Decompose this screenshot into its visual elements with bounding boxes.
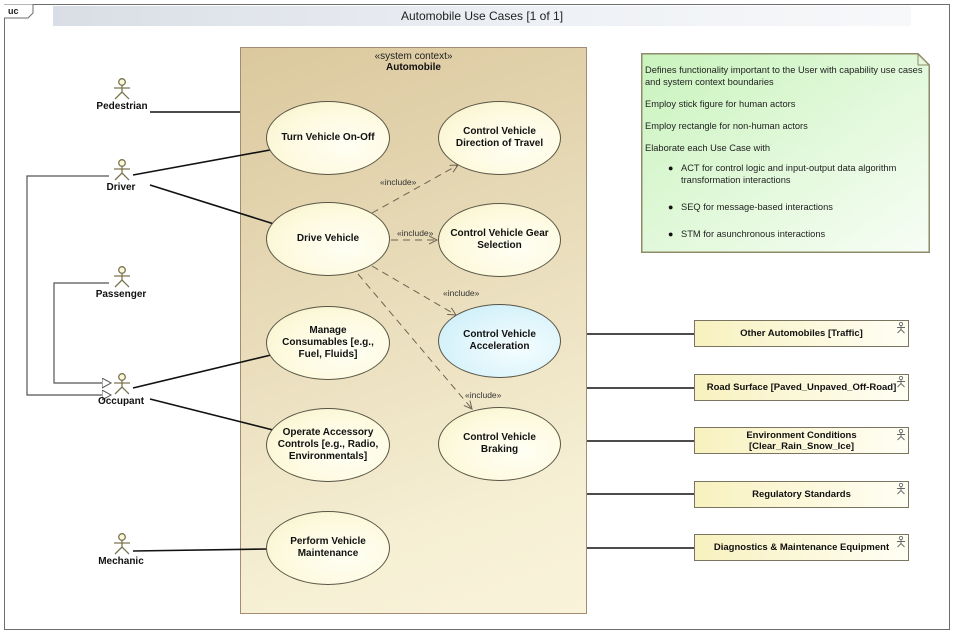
note-paragraph: Elaborate each Use Case with — [645, 143, 771, 153]
actor-driver-icon[interactable] — [110, 159, 134, 183]
actor-stereotype-icon — [897, 429, 905, 441]
actor-pedestrian-icon[interactable] — [110, 78, 134, 102]
use-case-manage-consumables[interactable]: Manage Consumables [e.g., Fuel, Fluids] — [266, 306, 390, 380]
note-bullet: ACT for control logic and input-output d… — [668, 162, 925, 186]
use-case-control-direction[interactable]: Control Vehicle Direction of Travel — [438, 101, 561, 175]
external-actor-label: Regulatory Standards — [752, 489, 851, 500]
actor-stereotype-icon — [897, 483, 905, 495]
external-actor-label: Road Surface [Paved_Unpaved_Off-Road] — [706, 382, 897, 393]
external-actor-label: Other Automobiles [Traffic] — [740, 328, 863, 339]
note-bullet-list: ACT for control logic and input-output d… — [645, 162, 925, 240]
use-case-perform-vehicle-maintenance[interactable]: Perform Vehicle Maintenance — [266, 511, 390, 585]
actor-passenger-icon[interactable] — [110, 266, 134, 290]
actor-mechanic-label: Mechanic — [98, 556, 144, 567]
use-case-drive-vehicle[interactable]: Drive Vehicle — [266, 202, 390, 276]
external-actor-other-automobiles[interactable]: Other Automobiles [Traffic] — [694, 320, 909, 347]
note-text: Defines functionality important to the U… — [645, 64, 925, 255]
use-case-operate-accessory-controls[interactable]: Operate Accessory Controls [e.g., Radio,… — [266, 408, 390, 482]
actor-pedestrian-label: Pedestrian — [96, 101, 148, 112]
system-name: Automobile — [386, 62, 441, 73]
use-case-turn-vehicle-on-off[interactable]: Turn Vehicle On-Off — [266, 101, 390, 175]
frame-tag: uc — [4, 4, 34, 19]
include-label: «include» — [397, 228, 434, 238]
note-bullet: SEQ for message-based interactions — [668, 201, 925, 213]
actor-driver-label: Driver — [106, 182, 136, 193]
actor-passenger-label: Passenger — [95, 289, 147, 300]
note-paragraph: Defines functionality important to the U… — [645, 65, 923, 87]
external-actor-regulatory-standards[interactable]: Regulatory Standards — [694, 481, 909, 508]
include-label: «include» — [380, 177, 417, 187]
note-bullet: STM for asunchronous interactions — [668, 228, 925, 240]
title-bar — [53, 6, 911, 26]
external-actor-environment-conditions[interactable]: Environment Conditions [Clear_Rain_Snow_… — [694, 427, 909, 454]
use-case-control-acceleration[interactable]: Control Vehicle Acceleration — [438, 304, 561, 378]
external-actor-road-surface[interactable]: Road Surface [Paved_Unpaved_Off-Road] — [694, 374, 909, 401]
use-case-control-braking[interactable]: Control Vehicle Braking — [438, 407, 561, 481]
external-actor-label: Environment Conditions [Clear_Rain_Snow_… — [746, 429, 857, 452]
actor-stereotype-icon — [897, 376, 905, 388]
external-actor-label: Diagnostics & Maintenance Equipment — [713, 542, 890, 553]
include-label: «include» — [443, 288, 480, 298]
system-stereotype: «system context» — [374, 51, 453, 62]
actor-mechanic-icon[interactable] — [110, 533, 134, 557]
external-actor-diagnostics-equipment[interactable]: Diagnostics & Maintenance Equipment — [694, 534, 909, 561]
actor-occupant-label: Occupant — [97, 396, 145, 407]
frame-tag-label: uc — [8, 6, 19, 16]
note-paragraph: Employ rectangle for non-human actors — [645, 121, 808, 131]
actor-stereotype-icon — [897, 322, 905, 334]
diagram-title: Automobile Use Cases [1 of 1] — [400, 9, 564, 23]
use-case-control-gear[interactable]: Control Vehicle Gear Selection — [438, 203, 561, 277]
actor-occupant-icon[interactable] — [110, 373, 134, 397]
note-paragraph: Employ stick figure for human actors — [645, 99, 796, 109]
include-label: «include» — [465, 390, 502, 400]
actor-stereotype-icon — [897, 536, 905, 548]
